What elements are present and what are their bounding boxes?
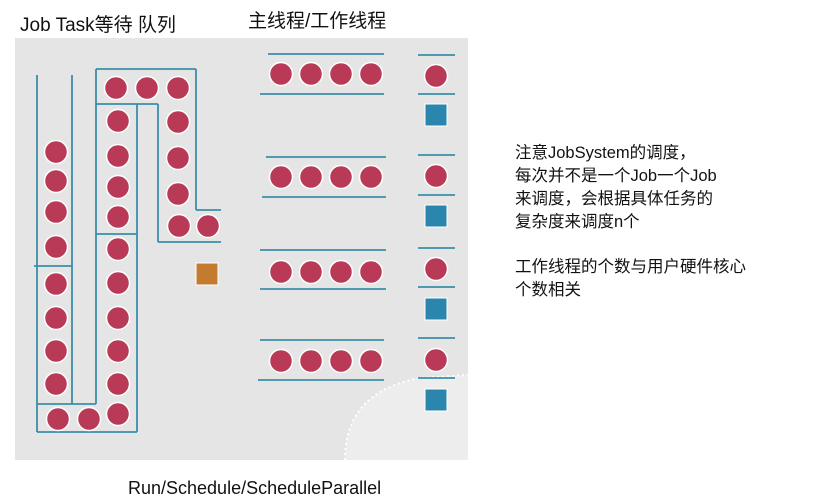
job-circle [105,108,131,134]
job-circle [268,348,294,374]
worker-thread-square [424,204,448,228]
job-circle [328,348,354,374]
job-circle [358,348,384,374]
job-circle [423,347,449,373]
job-circles [43,61,449,432]
panel-curve-edge [344,374,469,461]
job-circle [105,305,131,331]
note-line: 每次并不是一个Job一个Job [515,167,717,185]
job-circle [358,164,384,190]
threads-title: 主线程/工作线程 [248,11,387,32]
job-circle [166,213,192,239]
bottom-caption: Run/Schedule/ScheduleParallel [128,478,382,498]
job-circle [43,234,69,260]
job-circle [43,371,69,397]
thread-squares [195,103,448,412]
job-circle [105,401,131,427]
note-line: 工作线程的个数与用户硬件核心 [515,258,746,276]
job-circle [105,174,131,200]
job-circle [105,270,131,296]
job-circle [268,259,294,285]
job-circle [165,181,191,207]
job-circle [105,371,131,397]
job-circle [103,75,129,101]
worker-thread-square [424,388,448,412]
pending-job-square [195,262,219,286]
queue-lines [34,53,455,433]
job-circle [45,406,71,432]
job-circle [298,348,324,374]
job-circle [268,61,294,87]
job-circle [298,164,324,190]
job-circle [328,259,354,285]
queue-title: Job Task等待 队列 [20,15,176,36]
job-circle [268,164,294,190]
job-circle [43,271,69,297]
job-circle [134,75,160,101]
job-circle [195,213,221,239]
note-line: 复杂度来调度n个 [515,213,640,231]
job-circle [165,145,191,171]
job-circle [423,63,449,89]
job-circle [43,168,69,194]
job-circle [105,204,131,230]
job-circle [43,199,69,225]
worker-thread-square [424,103,448,127]
job-circle [328,164,354,190]
job-circle [298,61,324,87]
note-line: 来调度，会根据具体任务的 [515,190,713,208]
job-circle [165,109,191,135]
job-circle [328,61,354,87]
job-circle [76,406,102,432]
job-circle [105,236,131,262]
job-circle [165,75,191,101]
note-line: 注意JobSystem的调度， [515,144,696,162]
job-circle [43,305,69,331]
job-circle [423,163,449,189]
job-circle [358,61,384,87]
worker-thread-square [424,297,448,321]
job-circle [105,338,131,364]
job-circle [105,143,131,169]
job-circle [358,259,384,285]
note-line: 个数相关 [515,281,581,299]
job-circle [43,338,69,364]
notes-block: 注意JobSystem的调度， 每次并不是一个Job一个Job 来调度，会根据具… [515,142,746,302]
job-circle [423,256,449,282]
job-circle [298,259,324,285]
job-circle [43,139,69,165]
